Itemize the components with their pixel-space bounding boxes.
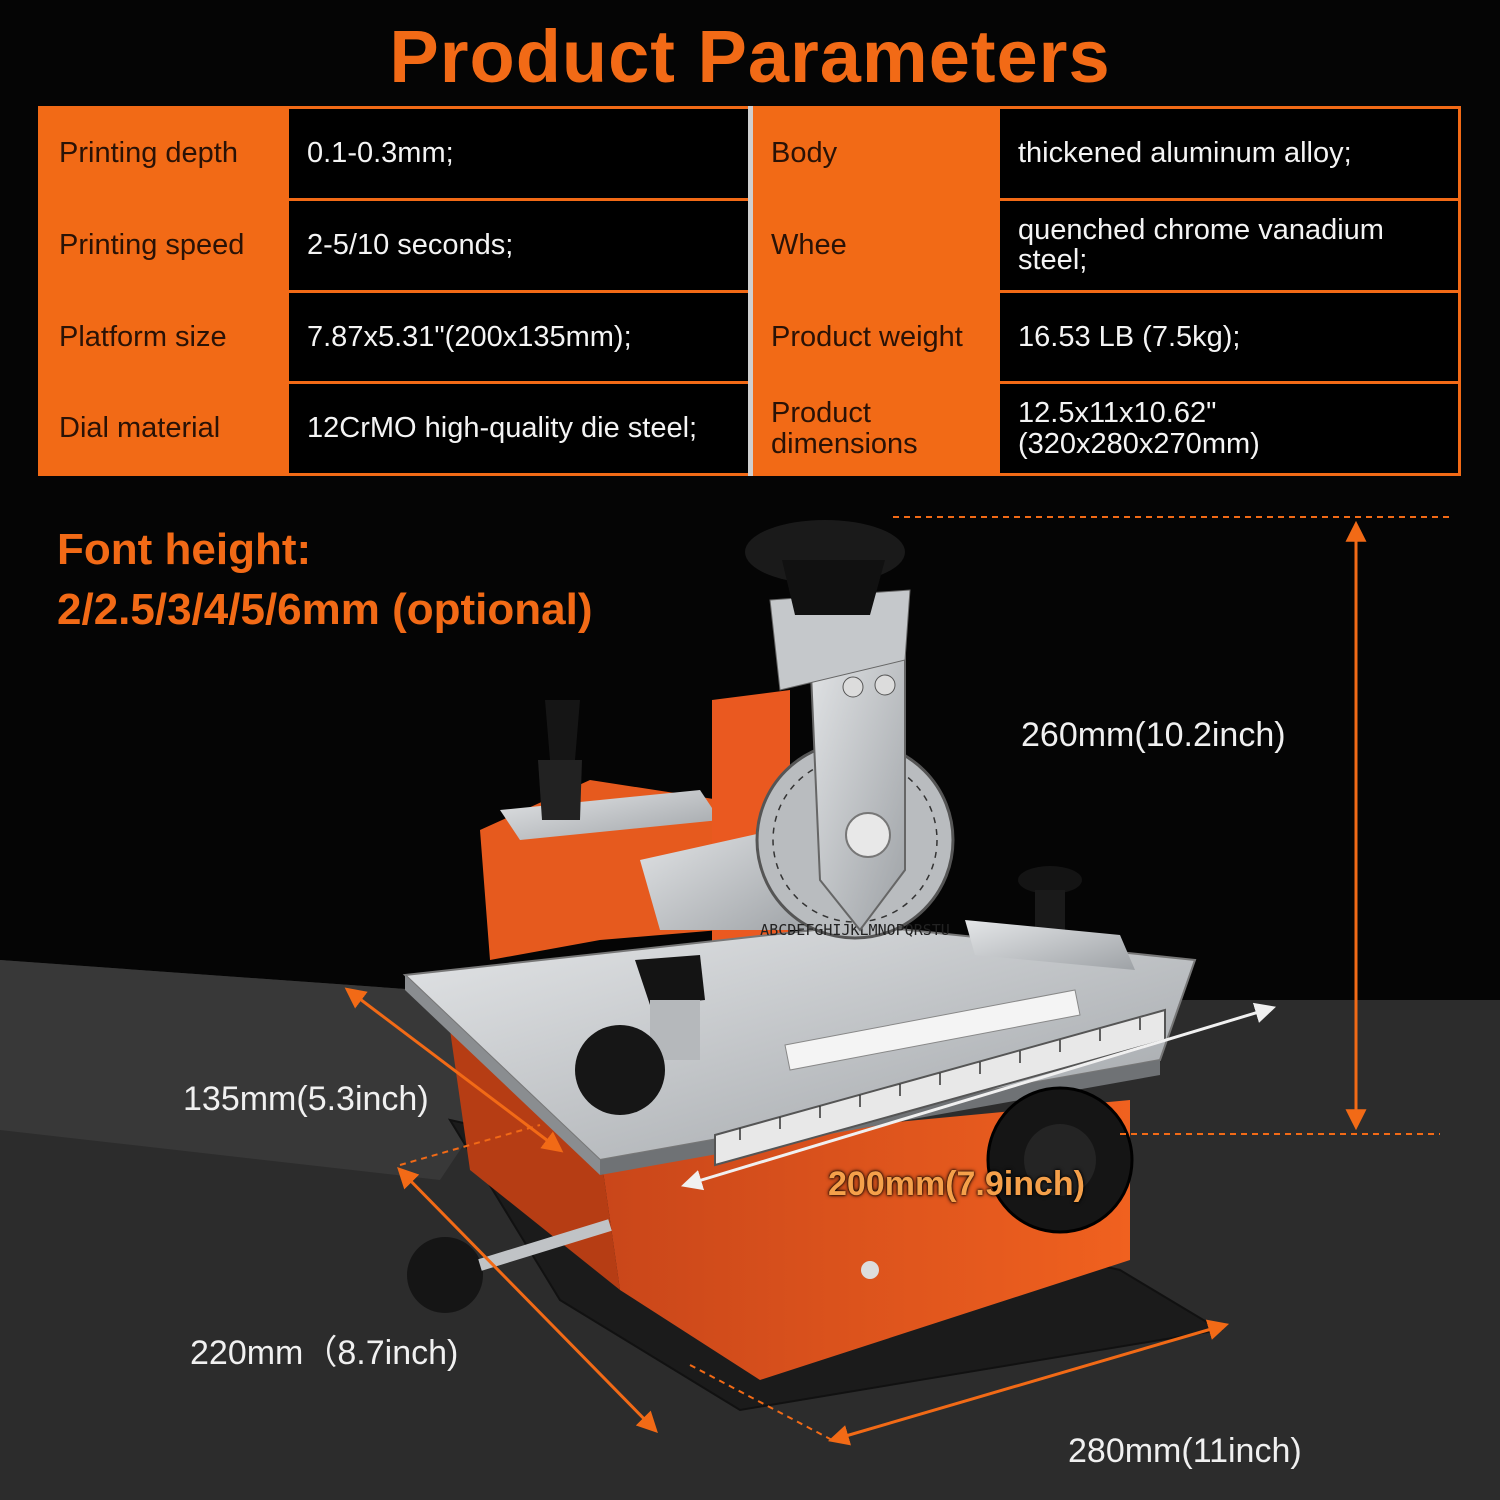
spec-value: 12.5x11x10.62"(320x280x270mm): [997, 381, 1461, 476]
base-width-guide: [689, 1364, 833, 1441]
table-row: Platform size 7.87x5.31"(200x135mm); Pro…: [38, 289, 1461, 385]
table-row: Printing speed 2-5/10 seconds; Whee quen…: [38, 197, 1461, 293]
ball-knob-front: [575, 1025, 665, 1115]
spec-value: 7.87x5.31"(200x135mm);: [286, 289, 752, 385]
spec-label: Product dimensions: [748, 381, 1000, 476]
knob-right: [1018, 866, 1082, 935]
platform-depth-label: 135mm(5.3inch): [183, 1080, 429, 1118]
spec-value: 16.53 LB (7.5kg);: [997, 289, 1461, 385]
spec-label: Whee: [748, 197, 1000, 293]
font-height-options: 2/2.5/3/4/5/6mm (optional): [57, 585, 593, 634]
spec-value: quenched chrome vanadium steel;: [997, 197, 1461, 293]
spec-value: 0.1-0.3mm;: [286, 106, 752, 201]
spec-label: Platform size: [38, 289, 289, 385]
height-dimension-label: 260mm(10.2inch): [1021, 716, 1286, 754]
ball-knob-handle: [407, 1237, 483, 1313]
right-clamp: [965, 920, 1135, 970]
arm-screw-right: [874, 674, 896, 696]
base-depth-arrow: [397, 1167, 658, 1433]
spec-value: thickened aluminum alloy;: [997, 106, 1461, 201]
base-width-label: 280mm(11inch): [1068, 1432, 1302, 1470]
top-knob-neck: [782, 560, 885, 615]
arm-pivot: [845, 812, 891, 858]
spec-label: Dial material: [38, 381, 289, 476]
font-height-heading: Font height:: [57, 525, 312, 574]
page-title: Product Parameters: [389, 15, 1111, 98]
arm-screw-left: [842, 676, 864, 698]
spec-value: 12CrMO high-quality die steel;: [286, 381, 752, 476]
table-row: Dial material 12CrMO high-quality die st…: [38, 381, 1461, 476]
spec-table: Printing depth 0.1-0.3mm; Body thickened…: [38, 106, 1461, 476]
base-depth-label: 220mm（8.7inch): [190, 1334, 459, 1372]
lever-base: [538, 760, 582, 820]
platform-width-label: 200mm(7.9inch): [828, 1165, 1085, 1203]
platform-depth-arrow: [344, 987, 564, 1153]
spec-label: Body: [748, 106, 1000, 201]
body-bolt: [861, 1261, 879, 1279]
platform-width-arrow: [680, 1002, 1277, 1191]
base-width-arrow: [827, 1319, 1230, 1446]
wheel-letters: ABCDEFGHIJKLMNOPQRSTU: [760, 921, 950, 939]
font-height-note: Font height: 2/2.5/3/4/5/6mm (optional): [57, 520, 593, 640]
lever-handle: [545, 700, 580, 760]
spec-label: Printing speed: [38, 197, 289, 293]
spec-label: Product weight: [748, 289, 1000, 385]
fence-rail: [500, 790, 720, 840]
table-row: Printing depth 0.1-0.3mm; Body thickened…: [38, 106, 1461, 201]
base-depth-guide: [399, 1124, 541, 1166]
spec-label: Printing depth: [38, 106, 289, 201]
spec-value: 2-5/10 seconds;: [286, 197, 752, 293]
